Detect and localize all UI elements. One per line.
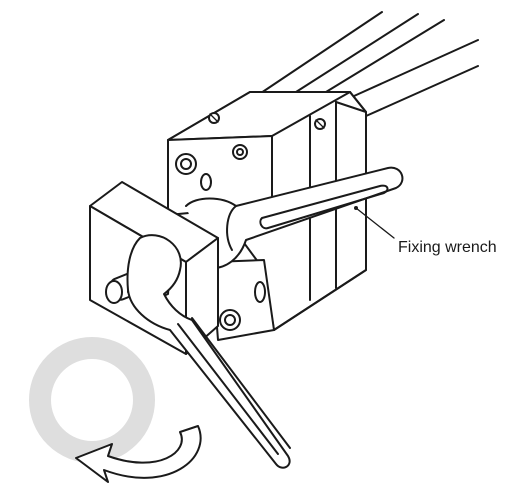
adjusting-wrench: [126, 234, 291, 469]
fixing-wrench: [185, 166, 404, 270]
fixing-wrench-label: Fixing wrench: [398, 239, 497, 256]
callout-dot: [354, 206, 358, 210]
piping-lines: [257, 11, 479, 117]
rotation-arrow-icon: [75, 425, 202, 483]
watermark-ring: [29, 337, 155, 463]
callout-leader: [355, 207, 395, 239]
